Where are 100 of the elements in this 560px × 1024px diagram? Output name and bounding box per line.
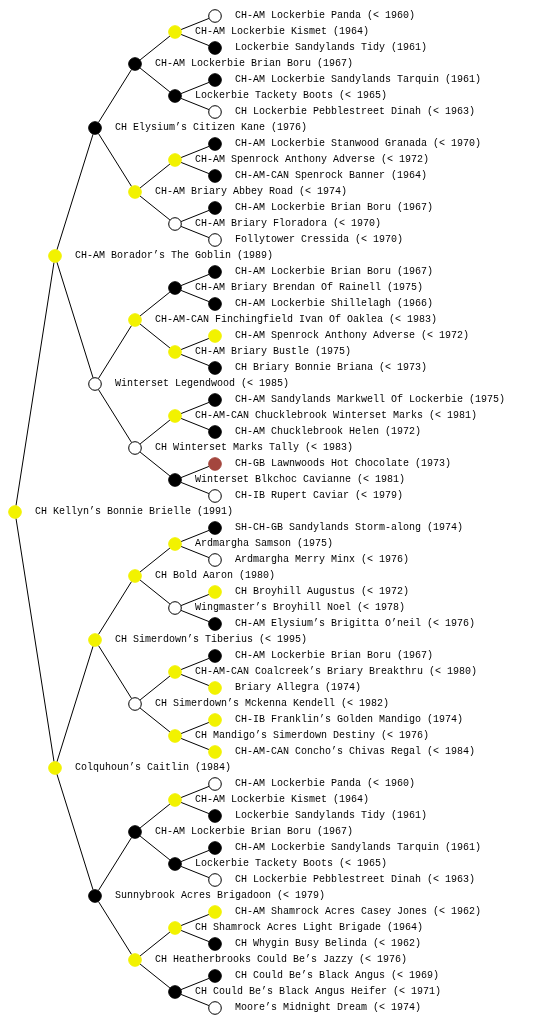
connector-line (180, 785, 210, 799)
connector-line (180, 33, 210, 47)
name-label: Lockerbie Sandylands Tidy (1961) (235, 42, 428, 54)
connector-line (180, 145, 210, 159)
name-label: CH-AM Chucklebrook Helen (1972) (235, 426, 422, 438)
connector-line (180, 865, 210, 879)
name-label: CH Lockerbie Pebblestreet Dinah (< 1963) (235, 874, 476, 886)
connector-line (56, 645, 94, 763)
name-label: CH-AM Lockerbie Stanwood Granada (< 1970) (235, 138, 482, 150)
name-label: Lockerbie Sandylands Tidy (1961) (235, 810, 428, 822)
name-label: CH-AM Lockerbie Panda (< 1960) (235, 10, 416, 22)
name-label: CH-AM Lockerbie Sandylands Tarquin (1961) (235, 74, 482, 86)
connector-line (180, 161, 210, 175)
connector-line (180, 977, 210, 991)
name-label: CH-AM-CAN Finchingfield Ivan Of Oaklea (< 1983) (155, 314, 438, 326)
connector-line (180, 209, 210, 223)
name-label: CH-AM Lockerbie Kismet (1964) (195, 794, 370, 806)
connector-line (180, 481, 210, 495)
connector-line (97, 837, 133, 891)
connector-line (180, 913, 210, 927)
name-label: CH-IB Rupert Caviar (< 1979) (235, 490, 404, 502)
name-label: CH-AM Lockerbie Panda (< 1960) (235, 778, 416, 790)
name-label: CH-AM Spenrock Anthony Adverse (< 1972) (235, 330, 470, 342)
name-label: Sunnybrook Acres Brigadoon (< 1979) (115, 890, 326, 902)
name-label: CH Broyhill Augustus (< 1972) (235, 586, 410, 598)
name-label: CH-AM Borador’s The Goblin (1989) (75, 250, 274, 262)
name-label: CH Could Be’s Black Angus (< 1969) (235, 970, 440, 982)
connector-line (180, 289, 210, 303)
name-label: Wingmaster’s Broyhill Noel (< 1978) (195, 602, 406, 614)
name-label: Ardmargha Merry Minx (< 1976) (235, 554, 410, 566)
connector-line (139, 707, 171, 733)
connector-line (139, 195, 171, 221)
connector-line (97, 69, 133, 123)
connector-line (97, 389, 133, 443)
connector-line (139, 963, 171, 989)
connector-line (180, 593, 210, 607)
connector-line (139, 803, 171, 829)
name-label: Ardmargha Samson (1975) (195, 538, 334, 550)
name-label: CH Whygin Busy Belinda (< 1962) (235, 938, 422, 950)
name-label: CH-AM Lockerbie Brian Boru (1967) (235, 650, 434, 662)
connector-line (139, 451, 171, 477)
connector-line (180, 849, 210, 863)
connector-line (180, 801, 210, 815)
name-label: Lockerbie Tackety Boots (< 1965) (195, 90, 388, 102)
name-label: CH-AM Lockerbie Brian Boru (1967) (155, 58, 354, 70)
name-label: CH-AM Elysium’s Brigitta O’neil (< 1976) (235, 618, 476, 630)
name-label: CH-IB Franklin’s Golden Mandigo (1974) (235, 714, 464, 726)
name-label: CH-AM Briary Brendan Of Rainell (1975) (195, 282, 424, 294)
name-label: CH-AM-CAN Chucklebrook Winterset Marks (< 1981) (195, 410, 478, 422)
connector-line (97, 325, 133, 379)
name-label: CH-AM Lockerbie Brian Boru (1967) (235, 202, 434, 214)
connector-line (97, 901, 133, 955)
connector-line (15, 261, 55, 507)
connector-line (180, 721, 210, 735)
name-label: Briary Allegra (1974) (235, 682, 362, 694)
connector-line (180, 17, 210, 31)
name-label: CH Simerdown’s Mckenna Kendell (< 1982) (155, 698, 390, 710)
name-label: CH-AM Briary Floradora (< 1970) (195, 218, 382, 230)
connector-line (180, 81, 210, 95)
connector-line (180, 673, 210, 687)
connector-line (97, 581, 133, 635)
name-label: CH Bold Aaron (1980) (155, 570, 276, 582)
name-label: CH Kellyn’s Bonnie Brielle (1991) (35, 506, 234, 518)
connector-line (180, 337, 210, 351)
name-label: CH-AM Lockerbie Brian Boru (1967) (235, 266, 434, 278)
connector-line (180, 273, 210, 287)
name-label: CH Heatherbrooks Could Be’s Jazzy (< 1976) (155, 954, 408, 966)
name-label: CH-AM Sandylands Markwell Of Lockerbie (1975) (235, 394, 506, 406)
connector-line (180, 545, 210, 559)
connector-line (139, 579, 171, 605)
name-label: Winterset Blkchoc Cavianne (< 1981) (195, 474, 406, 486)
connector-line (180, 401, 210, 415)
name-label: CH Winterset Marks Tally (< 1983) (155, 442, 354, 454)
name-label: CH-GB Lawnwoods Hot Chocolate (1973) (235, 458, 452, 470)
connector-line (139, 291, 171, 317)
name-label: CH-AM Spenrock Anthony Adverse (< 1972) (195, 154, 430, 166)
name-label: CH-AM Lockerbie Brian Boru (1967) (155, 826, 354, 838)
name-label: CH-AM-CAN Concho’s Chivas Regal (< 1984) (235, 746, 476, 758)
connector-line (56, 133, 94, 251)
connector-line (139, 835, 171, 861)
connector-line (139, 547, 171, 573)
connector-line (180, 993, 210, 1007)
name-label: CH Briary Bonnie Briana (< 1973) (235, 362, 428, 374)
name-label: CH Could Be’s Black Angus Heifer (< 1971) (195, 986, 442, 998)
name-label: CH-AM-CAN Coalcreek’s Briary Breakthru (< 1980) (195, 666, 478, 678)
connector-line (180, 929, 210, 943)
name-label: CH-AM Shamrock Acres Casey Jones (< 1962) (235, 906, 482, 918)
connector-line (56, 773, 94, 891)
name-label: CH Elysium’s Citizen Kane (1976) (115, 122, 308, 134)
name-label: Moore’s Midnight Dream (< 1974) (235, 1002, 422, 1014)
connector-line (139, 163, 171, 189)
name-label: CH-AM Lockerbie Kismet (1964) (195, 26, 370, 38)
connector-line (180, 529, 210, 543)
name-label: CH Shamrock Acres Light Brigade (1964) (195, 922, 424, 934)
name-label: CH Simerdown’s Tiberius (< 1995) (115, 634, 308, 646)
connector-line (180, 97, 210, 111)
name-label: CH-AM Briary Bustle (1975) (195, 346, 352, 358)
name-label: CH Mandigo’s Simerdown Destiny (< 1976) (195, 730, 430, 742)
connector-line (180, 737, 210, 751)
name-label: CH-AM-CAN Spenrock Banner (1964) (235, 170, 428, 182)
